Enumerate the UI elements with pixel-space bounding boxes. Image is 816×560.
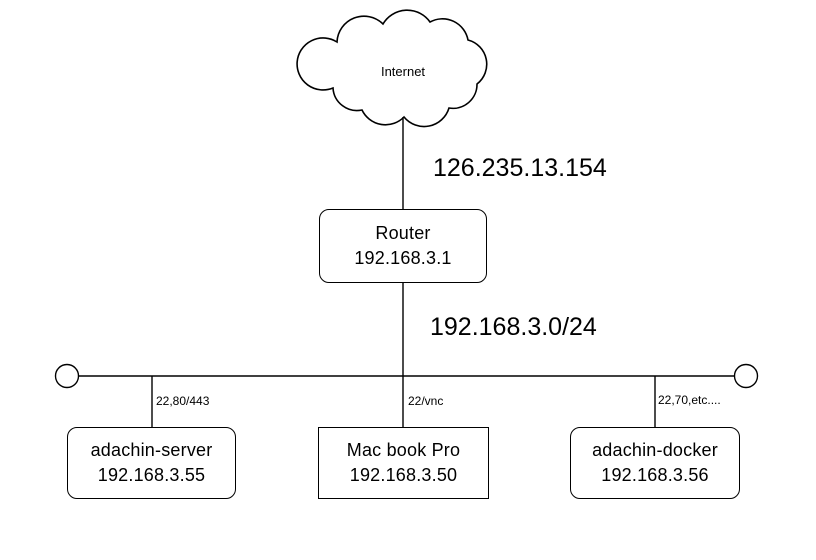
router-ip: 192.168.3.1 xyxy=(354,248,452,268)
bus-terminator-left xyxy=(54,363,80,389)
port-label-macbook-pro: 22/vnc xyxy=(408,394,444,408)
internet-cloud-shape xyxy=(296,9,488,128)
device-node-adachin-server: adachin-server 192.168.3.55 xyxy=(67,427,236,499)
device-name: adachin-docker xyxy=(592,440,718,460)
router-name: Router xyxy=(375,223,431,243)
lan-subnet-label: 192.168.3.0/24 xyxy=(430,313,597,341)
device-ip: 192.168.3.55 xyxy=(97,465,206,485)
port-label-adachin-server: 22,80/443 xyxy=(156,394,210,408)
bus-terminator-right xyxy=(733,363,759,389)
device-ip: 192.168.3.56 xyxy=(601,465,709,485)
port-label-adachin-docker: 22,70,etc.... xyxy=(658,393,721,407)
wan-ip-label: 126.235.13.154 xyxy=(433,154,607,182)
router-node: Router 192.168.3.1 xyxy=(319,209,487,283)
device-ip: 192.168.3.50 xyxy=(349,465,458,485)
device-node-macbook-pro: Mac book Pro 192.168.3.50 xyxy=(318,427,489,499)
internet-cloud-label: Internet xyxy=(380,64,426,79)
device-name: Mac book Pro xyxy=(346,440,461,460)
device-name: adachin-server xyxy=(90,440,213,460)
device-node-adachin-docker: adachin-docker 192.168.3.56 xyxy=(570,427,740,499)
